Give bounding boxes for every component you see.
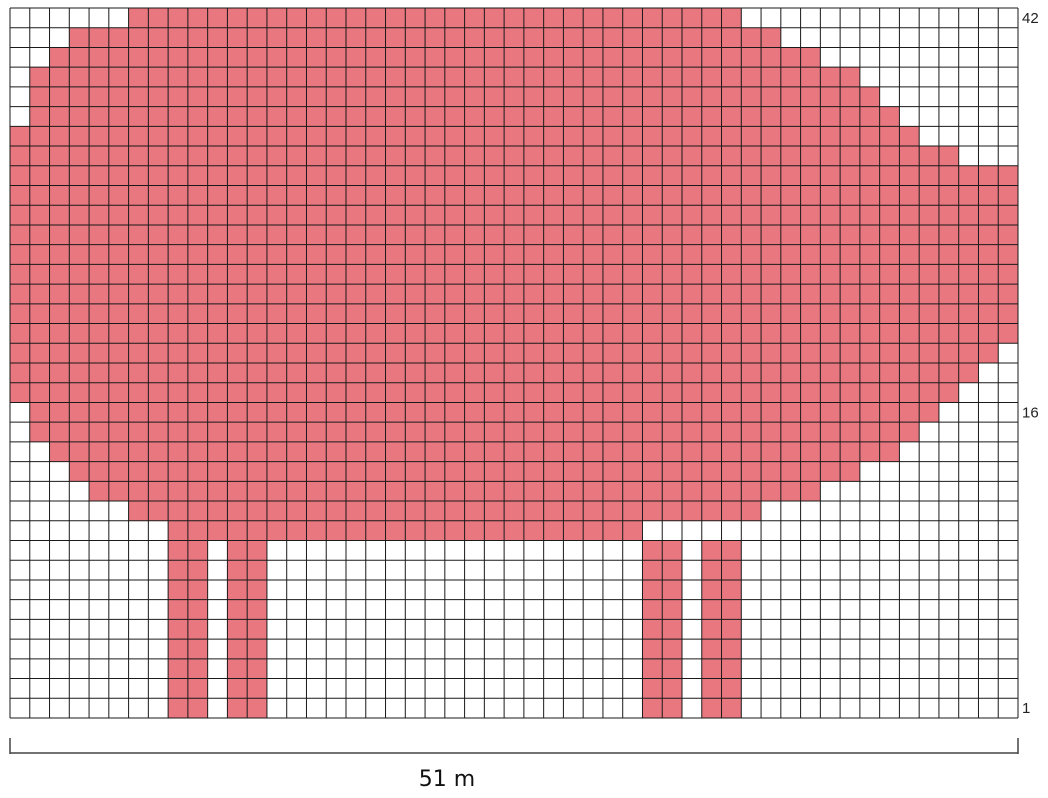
filled-cell-block bbox=[49, 47, 821, 68]
filled-cell-block bbox=[89, 481, 821, 502]
filled-cell-block bbox=[10, 303, 1018, 324]
row-label: 16 bbox=[1022, 404, 1039, 421]
filled-cell-block bbox=[29, 86, 880, 107]
filled-cell-block bbox=[10, 264, 1018, 285]
filled-cell-block bbox=[10, 224, 1018, 245]
filled-cell-block bbox=[49, 441, 900, 462]
filled-cell-block bbox=[10, 323, 1018, 344]
grid-lines bbox=[9, 7, 1019, 719]
row-labels: 1 16 42 bbox=[1022, 10, 1039, 717]
filled-cell-block bbox=[10, 244, 1018, 265]
row-label: 1 bbox=[1022, 700, 1030, 717]
filled-cell-block bbox=[10, 185, 1018, 206]
filled-cell-block bbox=[10, 205, 1018, 225]
width-bracket bbox=[9, 738, 1019, 754]
row-label: 42 bbox=[1022, 10, 1039, 27]
filled-cell-block bbox=[128, 8, 742, 28]
filled-cell-block bbox=[10, 165, 1018, 186]
filled-cell-block bbox=[29, 422, 920, 442]
width-label: 51 m bbox=[419, 767, 475, 792]
filled-cell-block bbox=[10, 284, 1018, 304]
filled-cell-block bbox=[10, 363, 979, 383]
